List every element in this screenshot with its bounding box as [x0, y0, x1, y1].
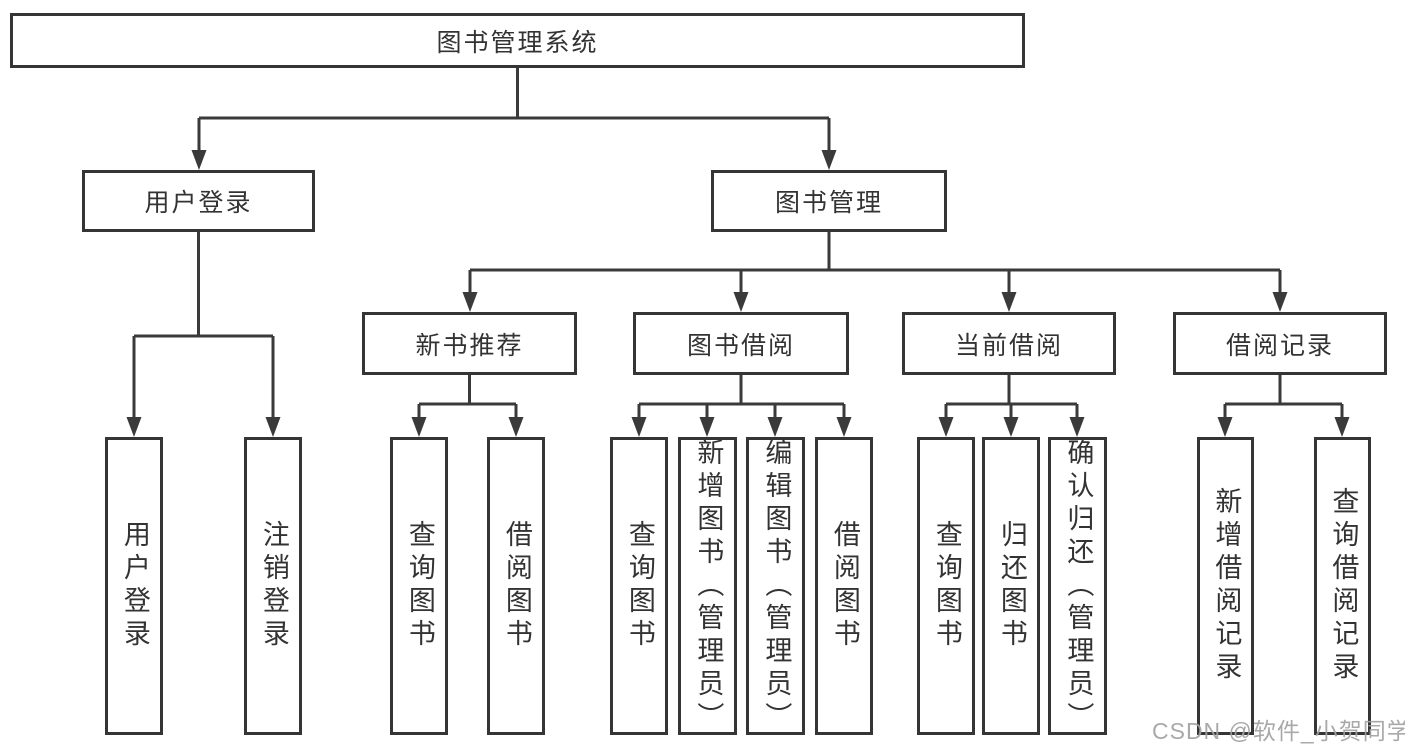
- leaf-user-login: 用户登录: [105, 437, 163, 735]
- node-book-management: 图书管理: [711, 170, 947, 232]
- leaf-current-confirm-return-admin: 确认归还（管理员）: [1048, 437, 1107, 735]
- leaf-recommend-query-book: 查询图书: [390, 437, 448, 735]
- node-borrow-records: 借阅记录: [1173, 312, 1387, 375]
- node-current-borrow: 当前借阅: [902, 312, 1116, 375]
- leaf-logout: 注销登录: [244, 437, 302, 735]
- node-new-book-recommend: 新书推荐: [362, 312, 577, 375]
- leaf-current-return-book: 归还图书: [982, 437, 1040, 735]
- leaf-borrow-add-book-admin: 新增图书（管理员）: [678, 437, 737, 735]
- leaf-borrow-edit-book-admin: 编辑图书（管理员）: [746, 437, 805, 735]
- leaf-recommend-borrow-book: 借阅图书: [487, 437, 545, 735]
- arrowheads: [126, 150, 1350, 437]
- node-user-login: 用户登录: [82, 170, 315, 232]
- csdn-watermark: CSDN @软件_小贺同学: [1152, 718, 1405, 744]
- node-root: 图书管理系统: [10, 13, 1025, 68]
- leaf-borrow-query-book: 查询图书: [610, 437, 668, 735]
- leaf-borrow-borrow-book: 借阅图书: [815, 437, 873, 735]
- node-book-borrow: 图书借阅: [633, 312, 849, 375]
- leaf-records-query-record: 查询借阅记录: [1314, 437, 1371, 735]
- leaf-current-query-book: 查询图书: [917, 437, 975, 735]
- leaf-records-add-record: 新增借阅记录: [1197, 437, 1254, 735]
